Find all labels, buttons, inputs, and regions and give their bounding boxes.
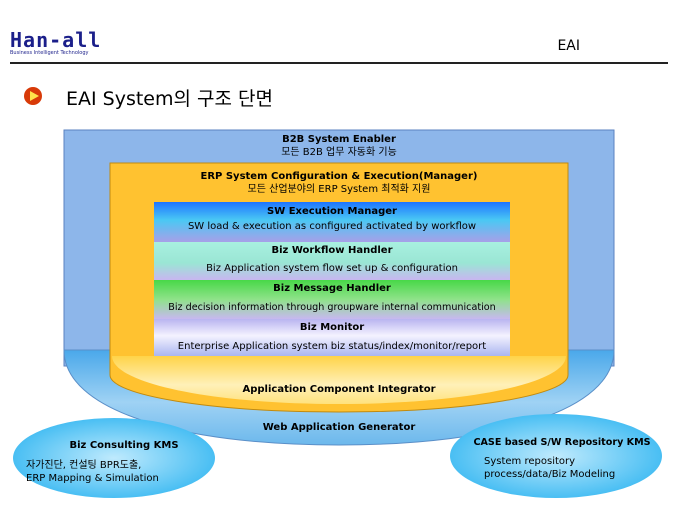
slide-title: EAI System의 구조 단면 [66, 88, 273, 110]
biz-consulting-line1: 자가진단, 컨설팅 BPR도출, [26, 460, 142, 471]
workflow-title: Biz Workflow Handler [271, 245, 393, 256]
case-repo-line2: process/data/Biz Modeling [484, 469, 616, 480]
app-component-integrator-area [112, 356, 566, 404]
monitor-desc: Enterprise Application system biz status… [177, 341, 487, 352]
play-triangle-icon [30, 91, 39, 101]
biz-consulting-kms-ellipse [13, 418, 215, 498]
company-logo: Han-all Business Intelligent Technology [10, 30, 101, 56]
wag-label: Web Application Generator [262, 422, 416, 433]
logo-subtitle: Business Intelligent Technology [10, 50, 89, 56]
b2b-title: B2B System Enabler [282, 134, 396, 145]
biz-consulting-line2: ERP Mapping & Simulation [26, 473, 159, 484]
logo-text: Han-all [10, 28, 102, 52]
case-repository-kms-ellipse [450, 414, 662, 498]
b2b-desc: 모든 B2B 업무 자동화 기능 [281, 147, 397, 158]
sw-exec-desc: SW load & execution as configured activa… [187, 221, 477, 232]
section-title: EAI [557, 38, 580, 54]
biz-consulting-title: Biz Consulting KMS [69, 440, 179, 451]
layer-sw-execution-manager [154, 202, 510, 242]
monitor-title: Biz Monitor [299, 322, 365, 333]
message-title: Biz Message Handler [273, 283, 391, 294]
erp-title: ERP System Configuration & Execution(Man… [200, 171, 478, 182]
aci-label: Application Component Integrator [242, 384, 436, 395]
case-repo-title: CASE based S/W Repository KMS [473, 437, 651, 448]
layer-biz-monitor [154, 319, 510, 356]
layer-biz-message-handler [154, 280, 510, 319]
case-repo-line1: System repository [484, 456, 576, 467]
message-desc: Biz decision information through groupwa… [168, 302, 496, 313]
header-divider [10, 62, 668, 64]
erp-desc: 모든 산업분야의 ERP System 최적화 지원 [247, 184, 431, 195]
sw-exec-title: SW Execution Manager [267, 206, 397, 217]
workflow-desc: Biz Application system flow set up & con… [206, 263, 458, 274]
layer-biz-workflow-handler [154, 242, 510, 280]
